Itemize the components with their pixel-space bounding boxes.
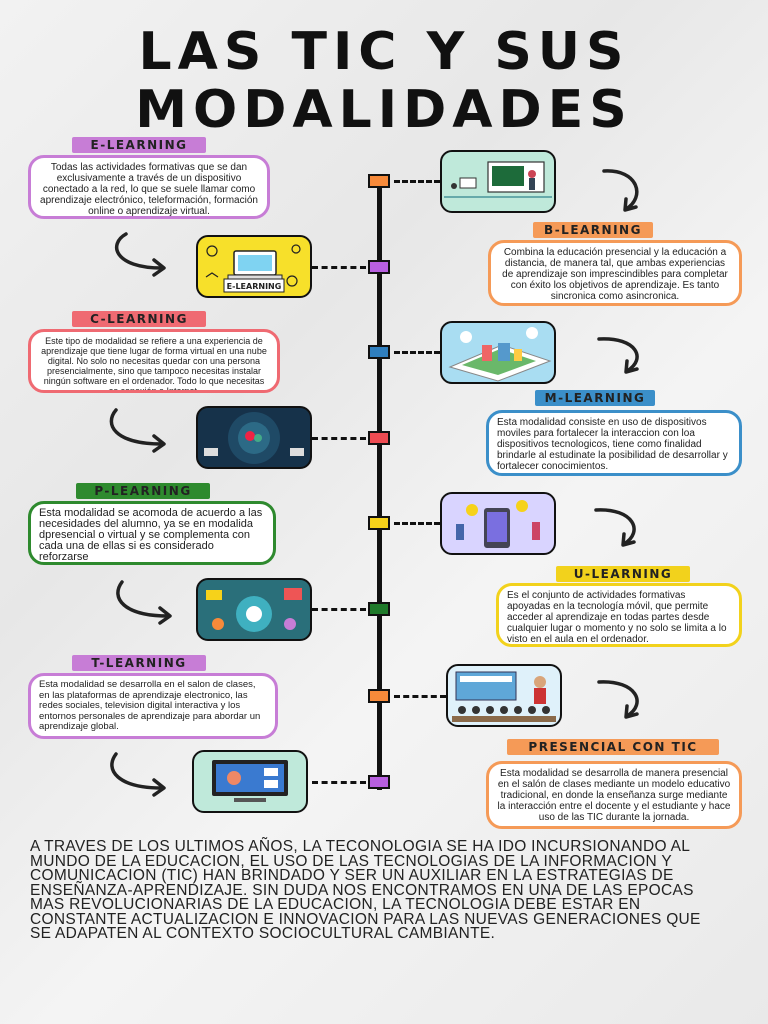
curved-arrow-icon	[109, 408, 166, 453]
curved-arrow-icon	[602, 169, 639, 212]
tag-c-learning: C-LEARNING	[72, 311, 206, 327]
image-p-learning	[196, 578, 312, 641]
box-t-learning: Esta modalidad se desarrolla en el salon…	[28, 673, 278, 739]
box-b-learning: Combina la educación presencial y la edu…	[488, 240, 742, 306]
curved-arrow-icon	[594, 508, 636, 547]
box-presencial: Esta modalidad se desarrolla de manera p…	[486, 761, 742, 829]
timeline-node-t	[368, 775, 390, 789]
connector-dash	[312, 437, 366, 440]
timeline-node-pres	[368, 689, 390, 703]
tag-m-learning: M-LEARNING	[535, 390, 655, 406]
connector-dash	[394, 522, 440, 525]
tag-p-learning: P-LEARNING	[76, 483, 210, 499]
box-e-learning: Todas las actividades formativas que se …	[28, 155, 270, 219]
timeline-axis	[377, 175, 382, 790]
curved-arrow-icon	[110, 752, 166, 797]
tag-u-learning: U-LEARNING	[556, 566, 690, 582]
curved-arrow-icon	[597, 680, 639, 719]
tag-t-learning: T-LEARNING	[72, 655, 206, 671]
curved-arrow-icon	[116, 580, 172, 625]
tag-presencial: PRESENCIAL CON TIC	[507, 739, 719, 755]
timeline-node-c	[368, 431, 390, 445]
timeline-node-m	[368, 345, 390, 359]
timeline-node-u	[368, 516, 390, 530]
page-title-line1: LAS TIC Y SUS	[138, 22, 630, 82]
image-u-learning	[440, 492, 556, 555]
image-e-learning: E-LEARNING	[196, 235, 312, 298]
box-p-learning: Esta modalidad se acomoda de acuerdo a l…	[28, 501, 276, 565]
curved-arrow-icon	[115, 232, 166, 277]
conclusion-paragraph: A TRAVES DE LOS ULTIMOS AÑOS, LA TECONOL…	[30, 838, 701, 942]
box-m-learning: Esta modalidad consiste en uso de dispos…	[486, 410, 742, 476]
connector-dash	[312, 266, 366, 269]
connector-dash	[394, 180, 440, 183]
connector-dash	[394, 695, 446, 698]
box-u-learning: Es el conjunto de actividades formativas…	[496, 583, 742, 647]
image-t-learning	[192, 750, 308, 813]
timeline-node-p	[368, 602, 390, 616]
connector-dash	[312, 608, 366, 611]
image-label: E-LEARNING	[227, 282, 282, 291]
connector-dash	[312, 781, 366, 784]
timeline-node-e	[368, 260, 390, 274]
connector-dash	[394, 351, 440, 354]
page-title-line2: MODALIDADES	[135, 80, 633, 140]
tag-b-learning: B-LEARNING	[533, 222, 653, 238]
image-m-learning	[440, 321, 556, 384]
image-b-learning	[440, 150, 556, 213]
curved-arrow-icon	[597, 337, 639, 374]
image-presencial	[446, 664, 562, 727]
box-c-learning: Este tipo de modalidad se refiere a una …	[28, 329, 280, 393]
timeline-node-b	[368, 174, 390, 188]
image-c-learning	[196, 406, 312, 469]
tag-e-learning: E-LEARNING	[72, 137, 206, 153]
